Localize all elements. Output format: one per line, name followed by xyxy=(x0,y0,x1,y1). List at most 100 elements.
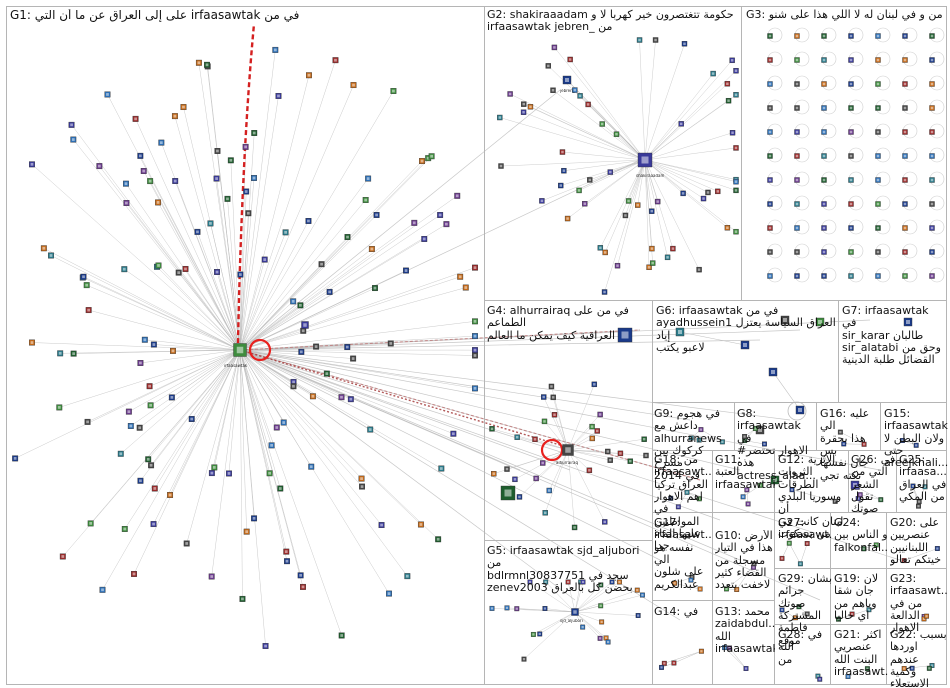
g2-node-glyph xyxy=(651,262,654,265)
g1-node-glyph xyxy=(152,523,155,526)
g1-node-glyph xyxy=(86,420,89,423)
g3-node xyxy=(768,130,773,135)
g3-node xyxy=(795,106,800,111)
g1-node xyxy=(148,463,154,469)
g5-node-glyph xyxy=(607,641,609,643)
g3-node-glyph xyxy=(904,107,907,110)
g1-node-glyph xyxy=(420,523,423,526)
g4-edge xyxy=(553,397,568,450)
g5-node-glyph xyxy=(641,594,643,596)
g4-node-glyph xyxy=(607,450,610,453)
g2-edge xyxy=(645,148,736,160)
g3-node xyxy=(876,82,881,87)
g3-node-glyph xyxy=(796,275,799,278)
g3-node-glyph xyxy=(769,203,772,206)
g4-node-glyph xyxy=(599,413,602,416)
g1-node-glyph xyxy=(198,61,201,64)
g1-node-glyph xyxy=(299,304,302,307)
g1-node-glyph xyxy=(421,160,424,163)
g3-node xyxy=(930,250,935,255)
group-label-g4: G4: alhurrairaq في من على الطماعم العراق… xyxy=(487,305,652,342)
g1-node xyxy=(369,246,375,252)
g5-node-glyph xyxy=(605,637,607,639)
g1-node-secondary-glyph xyxy=(303,323,307,327)
g1-edge xyxy=(15,350,240,458)
g1-node xyxy=(128,423,134,429)
g1-node xyxy=(306,72,312,78)
g4-node-glyph xyxy=(514,478,517,481)
g3-node-glyph xyxy=(796,155,799,158)
g3-node xyxy=(876,226,881,231)
g1-node xyxy=(351,82,357,88)
g4-node xyxy=(598,412,603,417)
g1-node xyxy=(138,153,144,159)
g1-node xyxy=(372,285,378,291)
g1-node xyxy=(126,409,132,415)
g2-node-glyph xyxy=(579,95,582,98)
g1-node-glyph xyxy=(148,385,151,388)
g1-node xyxy=(472,319,478,325)
g1-edge xyxy=(154,350,240,524)
g1-node-glyph xyxy=(149,404,152,407)
g3-node-glyph xyxy=(931,275,934,278)
g1-node xyxy=(300,584,306,590)
g1-node xyxy=(100,587,106,593)
g3-node-glyph xyxy=(931,131,934,134)
g3-node xyxy=(768,34,773,39)
g3-node xyxy=(768,178,773,183)
g1-node-glyph xyxy=(185,542,188,545)
g3-node-glyph xyxy=(769,155,772,158)
g5-node xyxy=(490,606,495,611)
g1-node-glyph xyxy=(247,212,250,215)
g5-node-glyph xyxy=(637,614,639,616)
hub-alhurrairaq xyxy=(563,445,574,456)
g3-node-glyph xyxy=(931,179,934,182)
g1-node-glyph xyxy=(334,59,337,62)
g3-node xyxy=(822,34,827,39)
g1-node xyxy=(345,234,351,240)
g2-edge xyxy=(645,84,727,160)
g2-node-glyph xyxy=(707,191,710,194)
g1-node-glyph xyxy=(172,350,175,353)
g1-edge xyxy=(129,350,240,412)
g3-node-glyph xyxy=(877,179,880,182)
g2-node xyxy=(730,58,735,63)
g3-node xyxy=(930,106,935,111)
g1-node-glyph xyxy=(299,574,302,577)
g3-node xyxy=(822,274,827,279)
g1-edge xyxy=(99,166,240,350)
g2-node xyxy=(734,145,739,150)
g1-node xyxy=(151,521,157,527)
g3-node xyxy=(768,274,773,279)
g2-edge xyxy=(570,59,645,160)
g1-edge xyxy=(240,91,393,350)
g1-node xyxy=(451,431,457,437)
g1-node-glyph xyxy=(292,300,295,303)
g1-node-glyph xyxy=(59,352,62,355)
g1-node-glyph xyxy=(123,528,126,531)
g1-edge xyxy=(199,63,240,350)
g5-node-glyph xyxy=(516,608,518,610)
g1-node xyxy=(209,470,215,476)
g3-node xyxy=(822,130,827,135)
g1-node-glyph xyxy=(361,485,364,488)
g1-node xyxy=(86,307,92,313)
g1-node xyxy=(319,261,325,267)
g1-node-glyph xyxy=(406,575,409,578)
g4-node-glyph xyxy=(506,468,509,471)
g1-node-glyph xyxy=(452,432,455,435)
g3-node xyxy=(849,274,854,279)
small-group-node xyxy=(787,541,792,546)
g1-node-glyph xyxy=(346,346,349,349)
g5-node-glyph xyxy=(601,621,603,623)
g1-node xyxy=(124,200,130,206)
small-group-node-glyph xyxy=(806,542,808,544)
g4-node xyxy=(491,471,496,476)
g1-node xyxy=(118,451,124,457)
g1-node xyxy=(251,516,257,522)
g2-node-glyph xyxy=(522,111,525,114)
g1-node xyxy=(454,193,460,199)
small-group-node xyxy=(741,495,746,500)
g2-node xyxy=(558,183,563,188)
g2-node-glyph xyxy=(651,210,654,213)
